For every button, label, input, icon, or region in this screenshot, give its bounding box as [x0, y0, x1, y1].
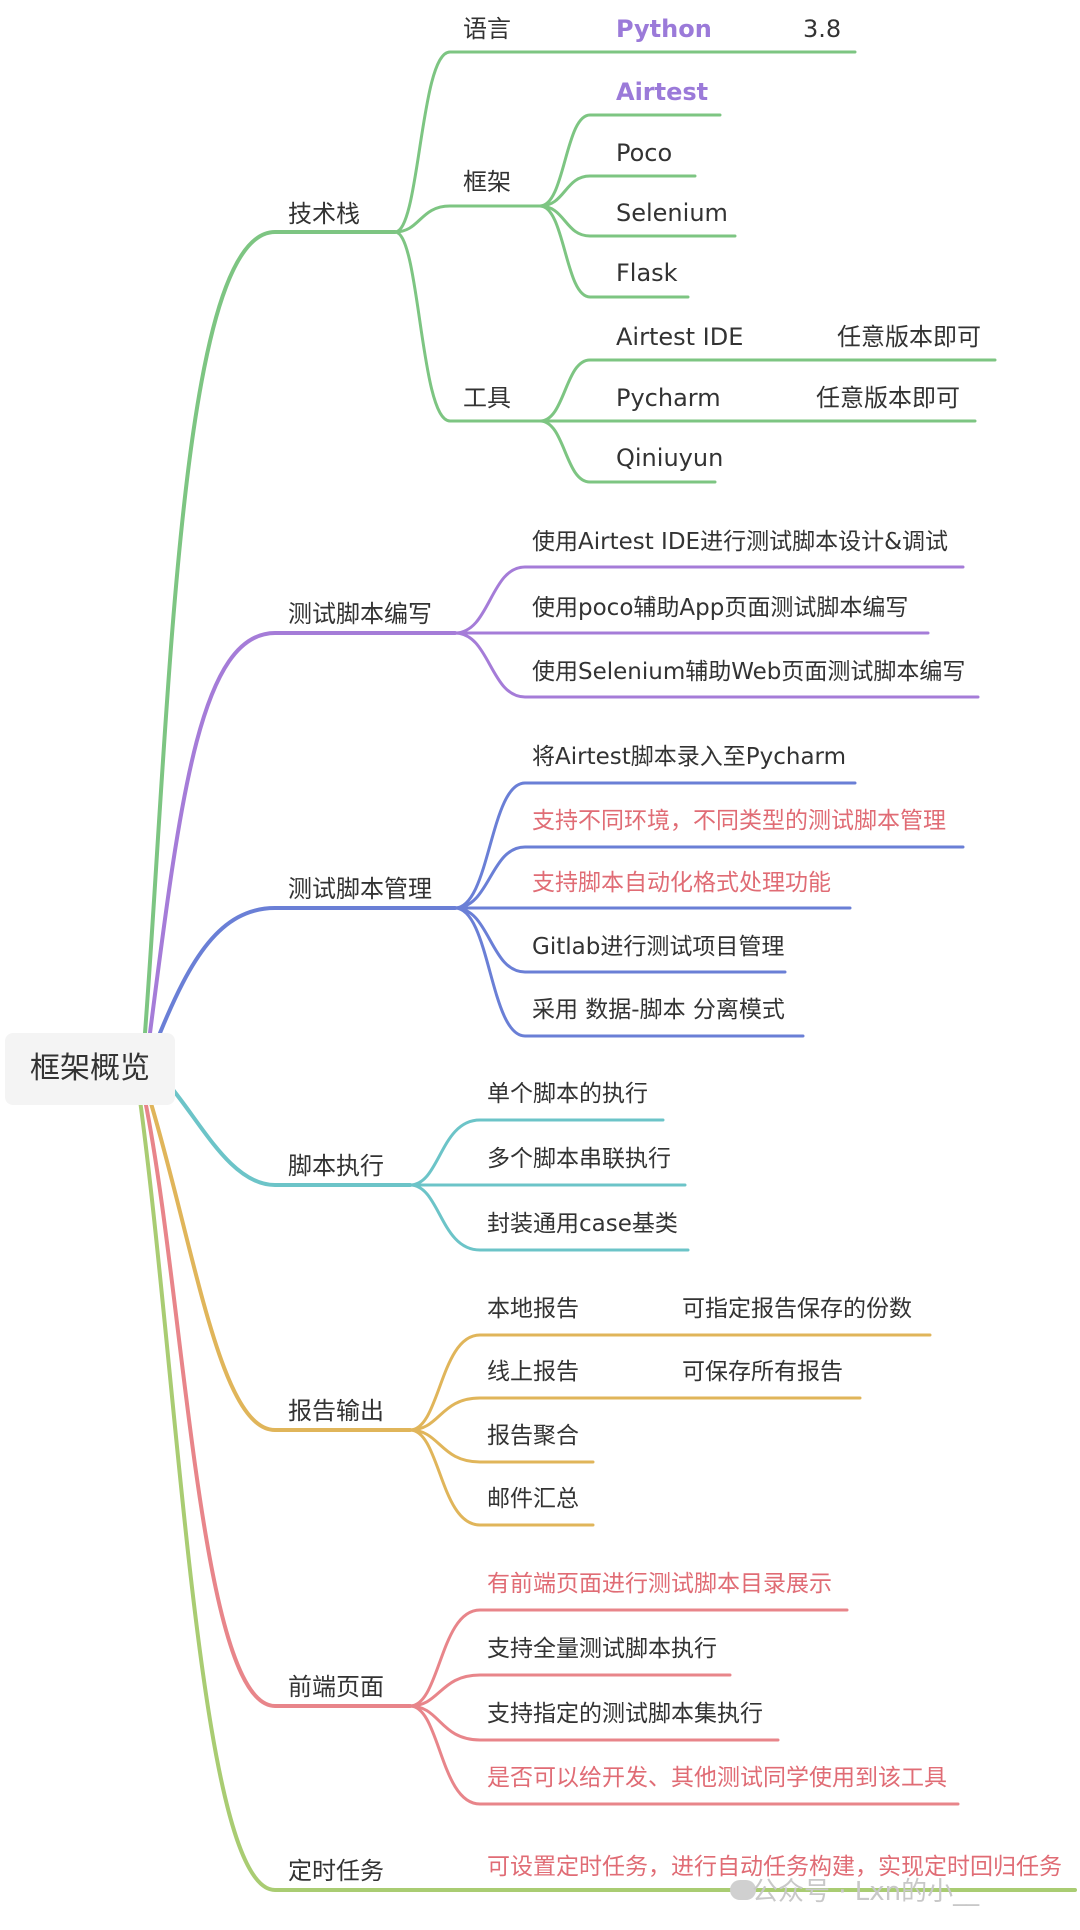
- edge-framework: [393, 204, 542, 234]
- node-rp-2-note: 可保存所有报告: [682, 1359, 843, 1385]
- edge-script-manage: [158, 906, 457, 1035]
- node-rp-1-note: 可指定报告保存的份数: [682, 1296, 912, 1322]
- node-language[interactable]: 语言: [463, 15, 511, 43]
- node-tools[interactable]: 工具: [463, 384, 511, 412]
- node-sw-3[interactable]: 使用Selenium辅助Web页面测试脚本编写: [532, 659, 966, 685]
- edge-fe-3: [408, 1704, 780, 1742]
- edge-rp-3: [408, 1428, 595, 1464]
- edge-sw-1: [453, 565, 965, 635]
- node-fw-flask[interactable]: Flask: [616, 259, 678, 287]
- node-tool-ide[interactable]: Airtest IDE: [616, 323, 744, 351]
- node-language-python[interactable]: Python: [616, 15, 712, 43]
- edge-rp-1: [408, 1333, 932, 1432]
- node-language-version: 3.8: [803, 15, 842, 43]
- root-node[interactable]: [5, 1033, 175, 1105]
- node-fw-poco[interactable]: Poco: [616, 139, 673, 167]
- edge-fw-airtest: [538, 113, 722, 208]
- node-sc-1[interactable]: 可设置定时任务，进行自动任务构建，实现定时回归任务: [487, 1854, 1062, 1880]
- node-tool-pycharm-note: 任意版本即可: [816, 384, 960, 412]
- edge-rp-4: [408, 1428, 595, 1527]
- node-sw-1[interactable]: 使用Airtest IDE进行测试脚本设计&调试: [532, 529, 949, 555]
- node-exec[interactable]: 脚本执行: [288, 1152, 384, 1180]
- edge-exec: [163, 1078, 412, 1187]
- node-fe-1[interactable]: 有前端页面进行测试脚本目录展示: [487, 1571, 832, 1597]
- node-fw-selenium[interactable]: Selenium: [616, 199, 728, 227]
- node-rp-4[interactable]: 邮件汇总: [487, 1486, 579, 1512]
- node-fe-3[interactable]: 支持指定的测试脚本集执行: [487, 1701, 763, 1727]
- edge-sm-1: [453, 781, 857, 910]
- edge-rp-2: [408, 1396, 862, 1432]
- node-framework[interactable]: 框架: [463, 168, 511, 196]
- edge-report: [148, 1098, 412, 1432]
- edge-fw-flask: [538, 204, 690, 299]
- edge-tech: [143, 230, 397, 1035]
- node-fw-airtest[interactable]: Airtest: [616, 78, 709, 106]
- node-report[interactable]: 报告输出: [288, 1397, 384, 1425]
- edge-sm-5: [453, 906, 805, 1038]
- node-tool-ide-note: 任意版本即可: [837, 323, 981, 351]
- node-sm-3[interactable]: 支持脚本自动化格式处理功能: [532, 870, 831, 896]
- edge-fe-1: [408, 1608, 849, 1708]
- node-tech[interactable]: 技术栈: [288, 200, 360, 228]
- node-rp-3[interactable]: 报告聚合: [487, 1423, 579, 1449]
- edge-sm-4: [453, 906, 787, 974]
- node-fe-4[interactable]: 是否可以给开发、其他测试同学使用到该工具: [487, 1765, 947, 1791]
- edge-fw-selenium: [538, 204, 737, 238]
- edge-schedule: [138, 1098, 1077, 1892]
- edge-fe-2: [408, 1673, 732, 1708]
- edge-fw-poco: [538, 174, 697, 208]
- node-sm-5[interactable]: 采用 数据-脚本 分离模式: [532, 997, 785, 1023]
- root-label: 框架概览: [30, 1051, 150, 1086]
- edge-fe-4: [408, 1704, 960, 1806]
- wechat-icon: [730, 1880, 756, 1900]
- node-script-manage[interactable]: 测试脚本管理: [288, 875, 432, 903]
- node-rp-1[interactable]: 本地报告: [487, 1296, 579, 1322]
- node-schedule[interactable]: 定时任务: [288, 1857, 384, 1885]
- edge-sw-3: [453, 631, 980, 699]
- node-fe-2[interactable]: 支持全量测试脚本执行: [487, 1636, 717, 1662]
- edge-ex-1: [408, 1118, 665, 1187]
- edge-script-write: [148, 631, 457, 1035]
- node-sm-1[interactable]: 将Airtest脚本录入至Pycharm: [532, 744, 847, 770]
- node-tool-pycharm[interactable]: Pycharm: [616, 384, 721, 412]
- watermark: 公众号 · Lxn的小__: [752, 1877, 980, 1907]
- edge-frontend: [143, 1098, 412, 1708]
- node-sm-2[interactable]: 支持不同环境，不同类型的测试脚本管理: [532, 808, 946, 834]
- node-sm-4[interactable]: Gitlab进行测试项目管理: [532, 934, 785, 960]
- edge-tool-qiniuyun: [538, 419, 717, 484]
- edge-sm-2: [453, 845, 965, 910]
- edge-language: [393, 50, 857, 234]
- edge-ex-3: [408, 1183, 690, 1252]
- node-ex-3[interactable]: 封装通用case基类: [487, 1211, 678, 1237]
- node-tool-qiniuyun[interactable]: Qiniuyun: [616, 444, 724, 472]
- node-rp-2[interactable]: 线上报告: [487, 1359, 579, 1385]
- node-script-write[interactable]: 测试脚本编写: [288, 600, 432, 628]
- node-frontend[interactable]: 前端页面: [288, 1673, 384, 1701]
- edge-tools: [393, 230, 542, 423]
- node-ex-2[interactable]: 多个脚本串联执行: [487, 1146, 671, 1172]
- edge-tool-ide: [538, 358, 997, 423]
- node-ex-1[interactable]: 单个脚本的执行: [487, 1081, 648, 1107]
- node-sw-2[interactable]: 使用poco辅助App页面测试脚本编写: [532, 595, 909, 621]
